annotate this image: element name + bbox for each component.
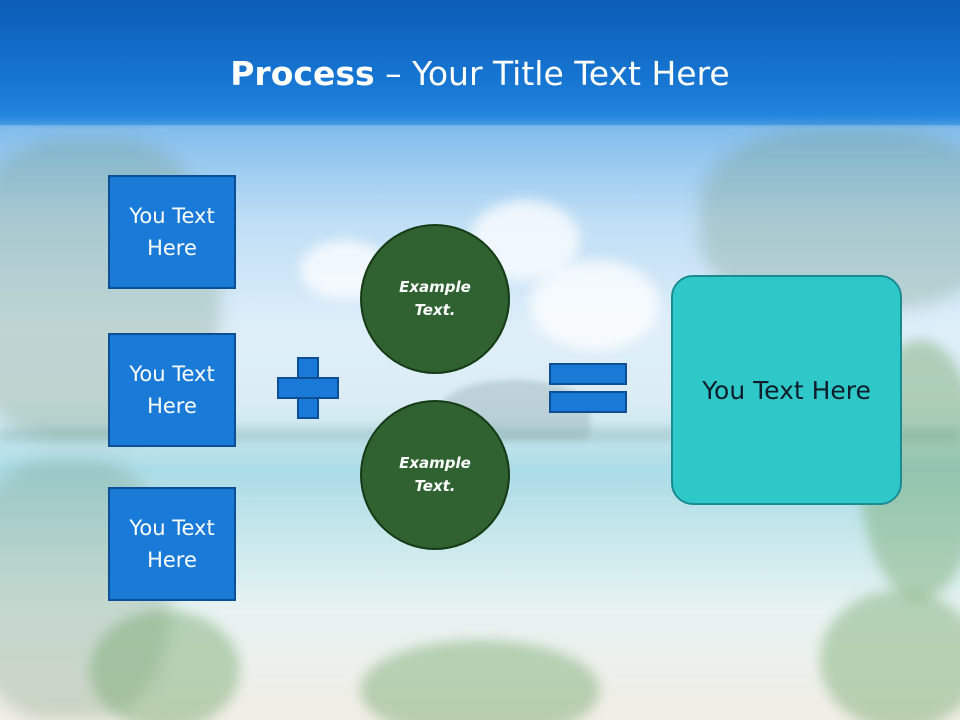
- text-box-2-label: You Text Here: [129, 362, 215, 418]
- background-bush-bottom-right: [820, 590, 960, 720]
- title-bar: [0, 0, 960, 128]
- plus-center: [299, 379, 317, 397]
- example-circle-bottom[interactable]: Example Text.: [360, 400, 510, 550]
- slide-title-rest: – Your Title Text Here: [374, 54, 730, 93]
- text-box-2[interactable]: You Text Here: [108, 333, 236, 447]
- equals-icon-bottom-bar[interactable]: [549, 391, 627, 413]
- background-cloud: [530, 260, 660, 350]
- result-box[interactable]: You Text Here: [671, 275, 902, 505]
- result-box-label: You Text Here: [702, 375, 871, 405]
- background-bush-bottom: [360, 640, 600, 720]
- equals-icon-top-bar[interactable]: [549, 363, 627, 385]
- slide-title-bold: Process: [230, 54, 375, 93]
- text-box-1[interactable]: You Text Here: [108, 175, 236, 289]
- slide-title[interactable]: Process – Your Title Text Here: [0, 52, 960, 96]
- text-box-1-label: You Text Here: [129, 204, 215, 260]
- background-bush-bottom-left: [90, 610, 240, 720]
- example-circle-bottom-label: Example Text.: [399, 454, 471, 495]
- text-box-3-label: You Text Here: [129, 516, 215, 572]
- plus-icon[interactable]: [277, 357, 339, 419]
- example-circle-top[interactable]: Example Text.: [360, 224, 510, 374]
- text-box-3[interactable]: You Text Here: [108, 487, 236, 601]
- example-circle-top-label: Example Text.: [399, 278, 471, 319]
